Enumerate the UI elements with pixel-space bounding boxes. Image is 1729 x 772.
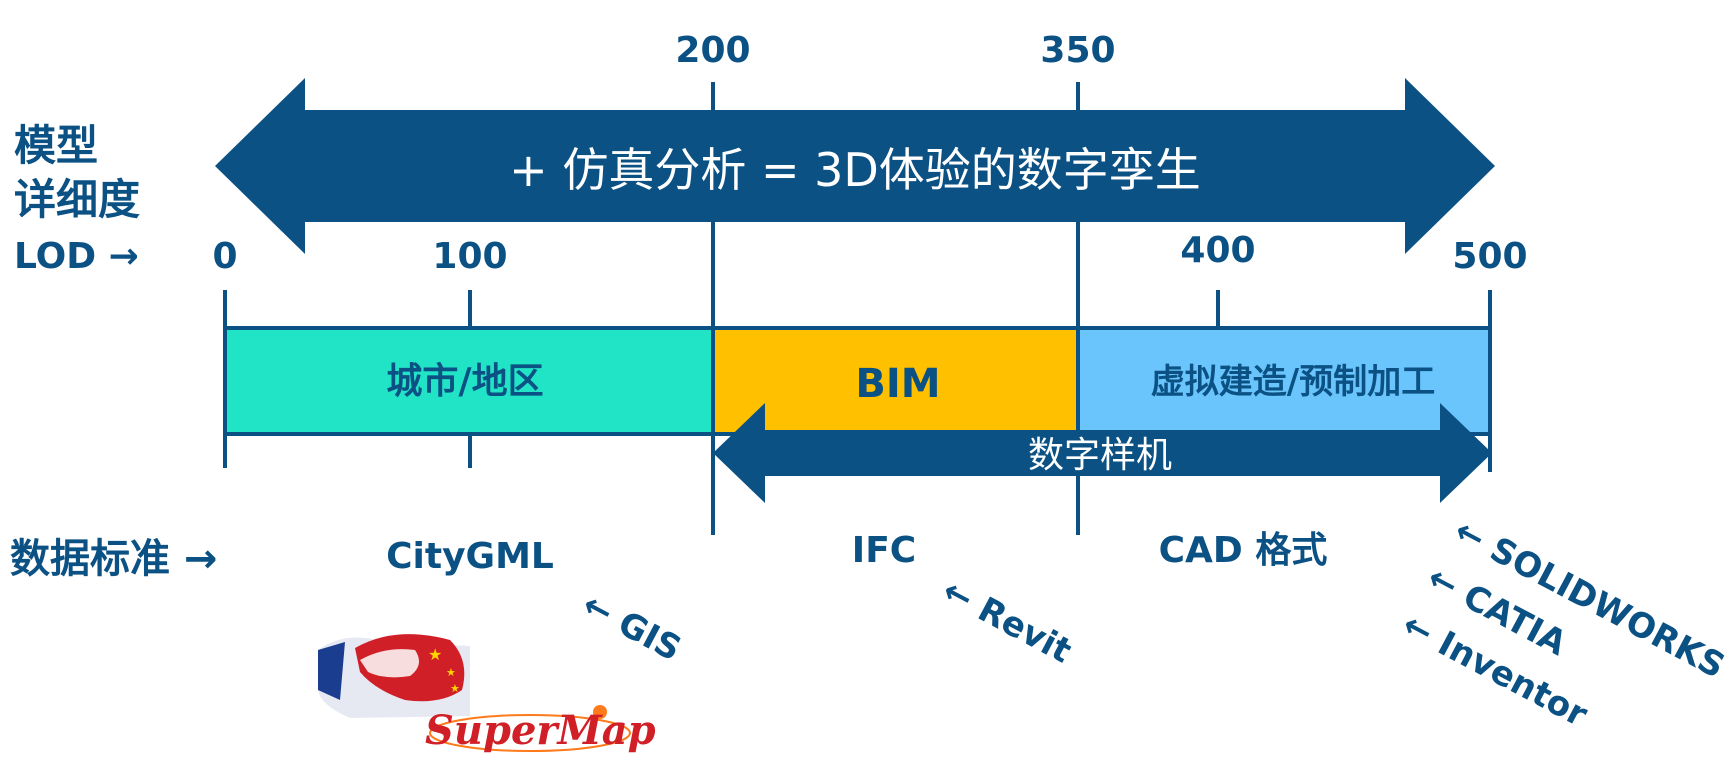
- top-double-arrow: [215, 78, 1495, 254]
- logo-orbit: [429, 714, 631, 752]
- logo-text: SuperMap: [425, 707, 656, 754]
- tick-label-400: 400: [1180, 230, 1255, 271]
- tick-label-0: 0: [212, 236, 237, 277]
- bottom-arrow-label: 数字样机: [1028, 435, 1172, 476]
- segment-bim: [711, 326, 1080, 436]
- top-arrow-label: + 仿真分析 = 3D体验的数字孪生: [509, 143, 1201, 197]
- axis-title-lod: LOD →: [14, 236, 139, 277]
- axis-title-line1: 模型: [14, 121, 98, 170]
- bottom-double-arrow: [713, 403, 1492, 503]
- standard-ifc: IFC: [852, 530, 916, 571]
- segment-city: [223, 326, 715, 436]
- flag-star-1: ★: [428, 645, 442, 664]
- segment-cad-label: 虚拟建造/预制加工: [1151, 362, 1435, 402]
- flag-star-2: ★: [446, 666, 456, 679]
- tick-label-200: 200: [675, 30, 750, 71]
- segment-city-label: 城市/地区: [386, 361, 543, 402]
- tick-label-350: 350: [1040, 30, 1115, 71]
- flag-star-3: ★: [450, 682, 460, 695]
- supermap-logo: ★ ★ ★ SuperMap: [318, 634, 656, 754]
- standard-citygml: CityGML: [386, 536, 554, 577]
- data-standards-title: 数据标准 →: [10, 536, 217, 582]
- axis-title-line2: 详细度: [14, 175, 140, 224]
- standard-cad: CAD 格式: [1159, 530, 1328, 571]
- tool-gis: ← GIS: [576, 585, 688, 670]
- tick-label-500: 500: [1452, 236, 1527, 277]
- segment-bim-label: BIM: [855, 361, 940, 407]
- logo-dot: [593, 705, 607, 719]
- tick-label-100: 100: [432, 236, 507, 277]
- tool-revit: ← Revit: [936, 571, 1078, 672]
